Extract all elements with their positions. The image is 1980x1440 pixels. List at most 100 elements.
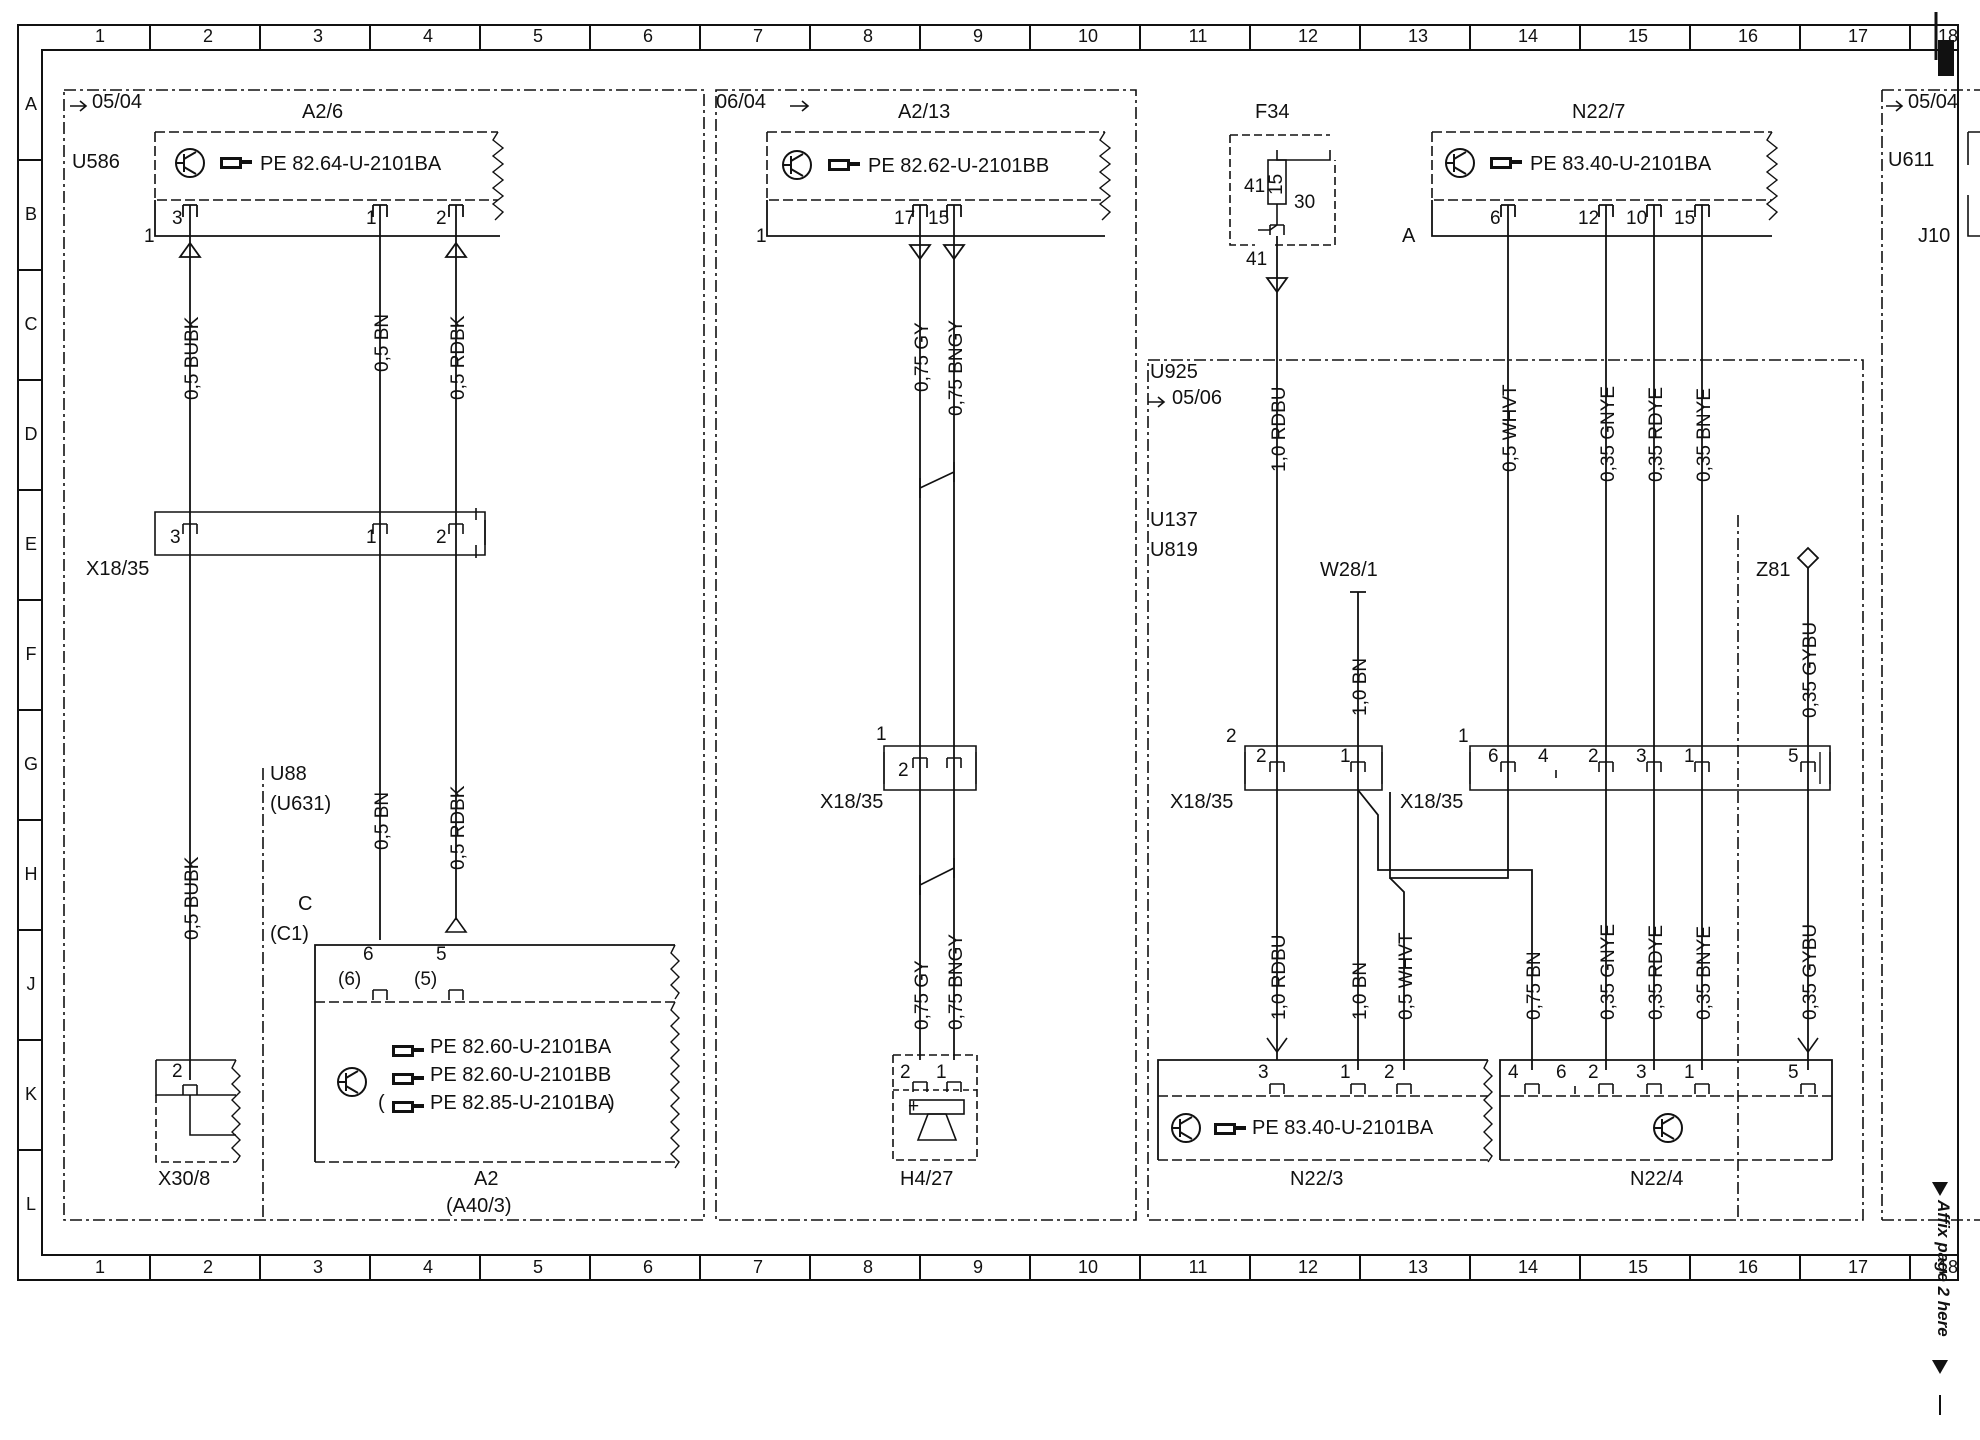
a2-pe-ref-1: PE 82.60-U-2101BA — [430, 1036, 612, 1058]
wire-bubk-top: 0,5 BUBK — [182, 316, 203, 400]
n22-4-pin-6: 6 — [1556, 1062, 1567, 1083]
h4-27-pin-2: 2 — [900, 1062, 911, 1083]
a2-13-pe-ref: PE 82.62-U-2101BB — [868, 155, 1049, 177]
zone-boxes — [63, 89, 1980, 1221]
n22-7-pin-15: 15 — [1674, 208, 1695, 229]
a2-6-pin-1: 1 — [366, 208, 377, 229]
row-label: A — [25, 94, 37, 114]
row-label: D — [25, 424, 38, 444]
col-label: 13 — [1408, 26, 1428, 46]
x18-35-e-pin-3: 3 — [170, 527, 181, 548]
n22-7-pin-12: 12 — [1578, 208, 1599, 229]
sheet-ref-mid: 06/04 — [716, 91, 810, 113]
transistor-icon — [1171, 1113, 1201, 1143]
a2-6-pin-2: 2 — [436, 208, 447, 229]
a2-6-label: A2/6 — [302, 101, 343, 123]
u137-label: U137 — [1150, 509, 1198, 531]
col-label: 17 — [1848, 1257, 1868, 1277]
a2-13-label: A2/13 — [898, 101, 950, 123]
x18-35-g2-label: X18/35 — [1400, 791, 1463, 813]
x18-35-g2-pin-6: 6 — [1488, 746, 1499, 767]
n22-4-module: 4 6 2 3 1 5 N22/4 — [1499, 1059, 1833, 1190]
x30-8-label: X30/8 — [158, 1168, 210, 1190]
a2-6-pin-3: 3 — [172, 208, 183, 229]
sheet-frame — [17, 12, 1959, 1281]
col-label: 3 — [313, 26, 323, 46]
col-label: 11 — [1189, 26, 1208, 46]
h4-27-horn: 2 1 + H4/27 — [892, 1054, 978, 1190]
h4-27-plus: + — [908, 1096, 919, 1117]
u88-label: U88 — [270, 763, 307, 785]
a2-conn-label: C — [298, 893, 312, 915]
u925-sheet-ref: 05/06 — [1148, 387, 1222, 409]
a2-pin-6: 6 — [363, 944, 374, 965]
pointing-hand-icon — [392, 1073, 424, 1085]
x18-35-mid-pin-2: 2 — [898, 760, 909, 781]
n22-3-module: 3 1 2 PE 83.40-U-2101BA N22/3 — [1157, 1059, 1493, 1190]
x18-35-g2-pin-4: 4 — [1538, 746, 1549, 767]
transistor-icon — [175, 148, 205, 178]
a2-13-module: PE 82.62-U-2101BB 1 17 15 — [756, 131, 1112, 247]
w28-crossover — [1357, 789, 1533, 1070]
a2-pe-alt-close: ) — [608, 1092, 615, 1114]
col-label: 7 — [753, 1257, 763, 1277]
n22-7-module: PE 83.40-U-2101BA 6 12 10 15 A — [1402, 131, 1779, 247]
a2-pin-6-alt: (6) — [338, 969, 361, 990]
pointing-hand-icon — [392, 1101, 424, 1113]
n22-7-label: N22/7 — [1572, 101, 1625, 123]
n22-3-pin-3: 3 — [1258, 1062, 1269, 1083]
grid-col-labels-top: 1 2 3 4 5 6 7 8 9 10 11 12 13 14 15 16 1… — [95, 26, 1958, 46]
wire-bubk-bottom: 0,5 BUBK — [182, 856, 203, 940]
z81-wire — [1796, 546, 1820, 1070]
h4-27-label: H4/27 — [900, 1168, 953, 1190]
n22-3-pin-2: 2 — [1384, 1062, 1395, 1083]
grid-col-labels-bottom: 1 2 3 4 5 6 7 8 9 10 11 12 13 14 15 16 1… — [95, 1257, 1958, 1277]
sheet-ref-right: 05/04 — [1886, 91, 1958, 113]
x18-35-connector-mid: 1 2 X18/35 — [820, 724, 977, 813]
col-label: 6 — [643, 1257, 653, 1277]
a2-pin-5-alt: (5) — [414, 969, 437, 990]
pointing-hand-icon — [1214, 1123, 1246, 1135]
wire-gnye-top: 0,35 GNYE — [1598, 386, 1619, 482]
transistor-icon — [1445, 148, 1475, 178]
col-label: 18 — [1938, 26, 1958, 46]
col-label: 14 — [1518, 1257, 1538, 1277]
x18-35-mid-pin-1: 1 — [876, 724, 887, 745]
x18-35-connector-g1: 2 2 1 X18/35 — [1170, 726, 1383, 813]
grid-bottom — [149, 1255, 1911, 1280]
x18-35-connector-e: 3 1 2 X18/35 — [86, 508, 486, 580]
a2-pe-alt-open: ( — [378, 1092, 385, 1114]
a2-13-pin-17: 17 — [894, 208, 915, 229]
transistor-icon — [1653, 1113, 1683, 1143]
x30-8-connector: 2 X30/8 — [155, 1059, 241, 1190]
wire-bnye-top: 0,35 BNYE — [1694, 388, 1715, 482]
n22-7-pin-6: 6 — [1490, 208, 1501, 229]
col-label: 16 — [1738, 1257, 1758, 1277]
wire-bngy-top: 0,75 BNGY — [946, 320, 967, 416]
a2-label: A2 — [474, 1168, 498, 1190]
n22-4-pin-5: 5 — [1788, 1062, 1799, 1083]
col-label: 3 — [313, 1257, 323, 1277]
col-label: 15 — [1628, 1257, 1648, 1277]
n22-3-pe-ref: PE 83.40-U-2101BA — [1252, 1117, 1434, 1139]
col-label: 14 — [1518, 26, 1538, 46]
wire-whvt-bottom: 0,5 WHVT — [1396, 932, 1417, 1020]
u631-label: (U631) — [270, 793, 331, 815]
transistor-icon — [337, 1067, 367, 1097]
row-label: F — [26, 644, 37, 664]
a2-13-pin-15: 15 — [928, 208, 949, 229]
wire-bn-bottom: 0,5 BN — [372, 792, 393, 850]
x18-35-g2-pin-3: 3 — [1636, 746, 1647, 767]
a2-6-module: PE 82.64-U-2101BA 1 3 1 2 — [144, 131, 505, 247]
x18-35-g1-outer-pin: 2 — [1226, 726, 1237, 747]
sheet-ref-mid-label: 06/04 — [716, 91, 766, 113]
row-label: B — [25, 204, 37, 224]
n22-7-a-label: A — [1402, 225, 1416, 247]
u611-label: U611 — [1888, 149, 1934, 171]
row-label: E — [25, 534, 37, 554]
j10-label: J10 — [1918, 225, 1950, 247]
wire-bngy-bottom: 0,75 BNGY — [946, 934, 967, 1030]
wire-rdbk-top: 0,5 RDBK — [448, 315, 469, 400]
x18-35-g2-outer-pin: 1 — [1458, 726, 1469, 747]
